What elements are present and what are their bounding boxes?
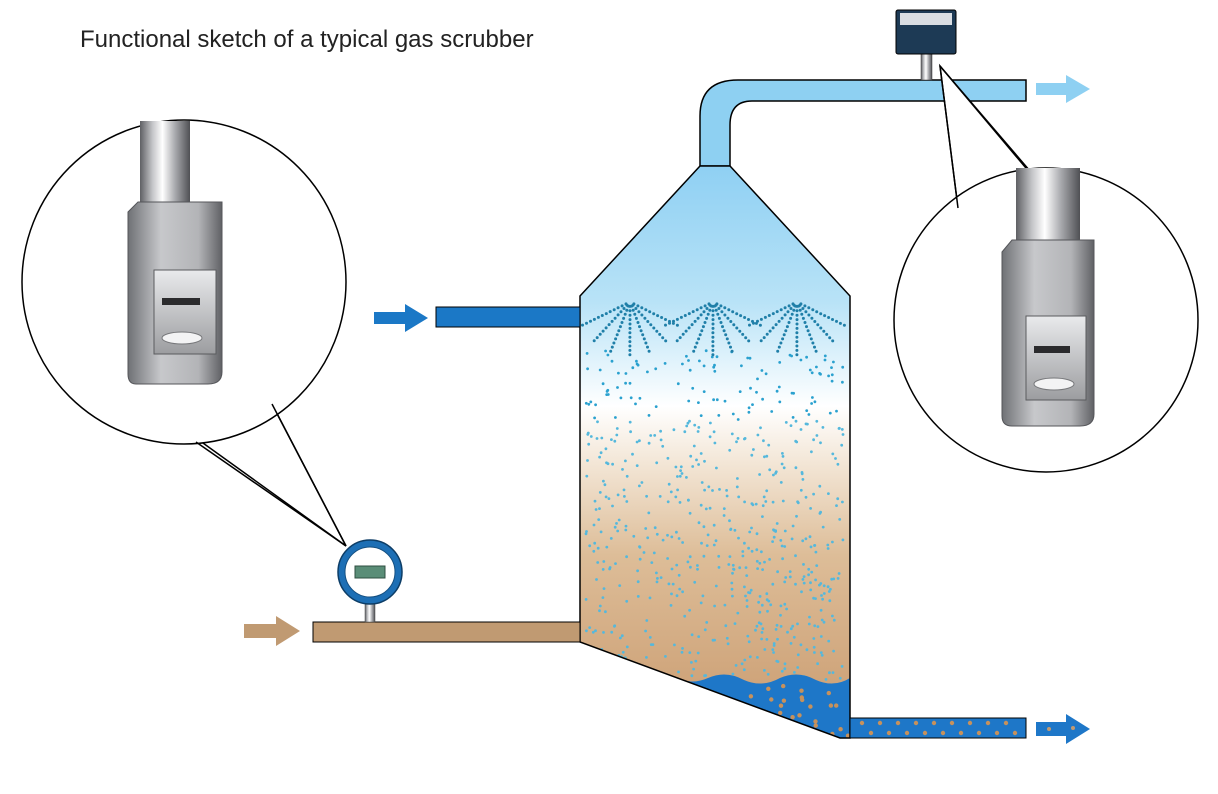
outlet-sensor-callout xyxy=(893,63,1199,473)
scrubbing-liquid-inlet xyxy=(435,306,581,328)
inlet-sensor-callout xyxy=(21,119,347,547)
liquid-inlet-arrow-icon xyxy=(374,304,428,332)
clean-gas-arrow-icon xyxy=(1036,75,1090,103)
spray-nozzles xyxy=(581,302,846,357)
liquid-outlet-pipe xyxy=(849,717,1027,739)
diagram-title: Functional sketch of a typical gas scrub… xyxy=(80,26,534,53)
liquid-outlet-arrow-icon xyxy=(1036,714,1090,744)
magnified-sensor-icon xyxy=(1001,168,1095,427)
raw-gas-arrow-icon xyxy=(244,616,300,646)
pressure-gauge-icon xyxy=(337,539,403,623)
magnified-sensor-icon xyxy=(127,121,223,385)
pressure-sensor-icon xyxy=(895,9,957,81)
raw-gas-inlet-pipe xyxy=(312,621,581,643)
liquid-sump xyxy=(672,674,850,738)
scrubber-tower xyxy=(579,165,851,739)
clean-gas-outlet-duct xyxy=(699,79,1027,167)
